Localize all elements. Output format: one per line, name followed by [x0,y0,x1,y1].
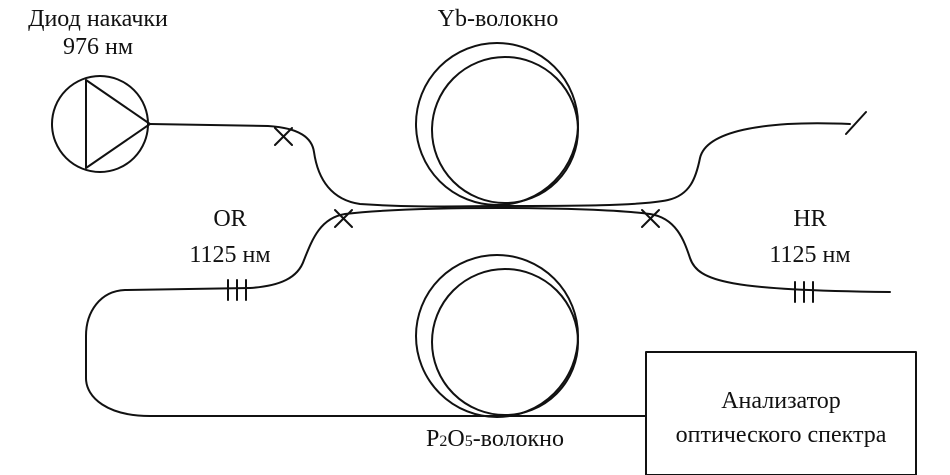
pump-fiber [149,123,499,208]
or-branch-fiber [249,207,499,289]
splice-mark-pump [274,127,293,146]
p2o5-fiber-label: P2O5-волокно [426,426,564,452]
hr-branch-fiber [497,207,891,293]
splice-mark-hr [641,209,660,228]
pump-wavelength-label: 976 нм [63,34,133,60]
or-fiber-loop [85,287,647,417]
hr-label: HR [793,206,826,232]
output-fiber-upper [497,122,851,207]
hr-wavelength-label: 1125 нм [769,242,850,268]
analyzer-label-line1: Анализатор [721,388,841,414]
p2o5-coil-outer [415,254,579,418]
yb-fiber-coil [415,42,579,206]
pump-diode-circle [51,75,149,173]
p2o5-fiber-coil [415,254,579,418]
or-wavelength-label: 1125 нм [189,242,270,268]
pump-diode [51,75,151,173]
yb-fiber-label: Yb-волокно [438,6,559,32]
analyzer-label-line2: оптического спектра [676,422,887,448]
yb-coil-inner [431,56,579,204]
angle-cleave-mark [845,111,867,135]
pump-diode-label: Диод накачки [28,6,168,32]
pump-diode-triangle-icon [85,79,151,169]
p2o5-coil-inner [431,268,579,416]
or-fiber-bragg-grating [227,279,247,301]
yb-coil-outer [415,42,579,206]
splice-mark-or [334,209,353,228]
optical-spectrum-analyzer-box [645,351,917,475]
hr-fiber-bragg-grating [794,281,814,303]
or-label: OR [213,206,246,232]
